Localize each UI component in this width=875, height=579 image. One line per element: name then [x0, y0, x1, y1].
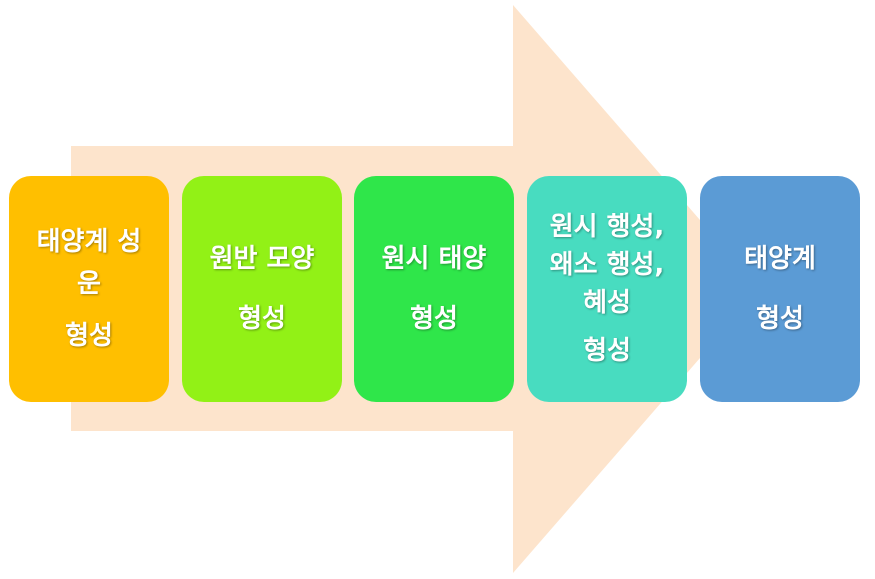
- step-2-box: 원반 모양 형성: [182, 176, 342, 402]
- step-4-box: 원시 행성, 왜소 행성, 혜성 형성: [527, 176, 687, 402]
- step-5-box: 태양계 형성: [700, 176, 860, 402]
- step-4-line-1: 원시 행성,: [549, 212, 665, 242]
- step-4-line-2: 왜소 행성,: [549, 250, 665, 280]
- step-5-line-1: 태양계: [744, 244, 816, 274]
- step-2-tail: 형성: [238, 304, 286, 334]
- step-1-line-1: 태양계 성: [36, 227, 142, 257]
- step-3-line-1: 원시 태양: [381, 244, 487, 274]
- step-3-box: 원시 태양 형성: [354, 176, 514, 402]
- step-4-tail: 형성: [583, 336, 631, 366]
- step-5-tail: 형성: [756, 304, 804, 334]
- step-3-tail: 형성: [410, 304, 458, 334]
- step-4-line-3: 혜성: [583, 288, 631, 318]
- step-1-line-2: 운: [77, 269, 101, 299]
- step-1-box: 태양계 성 운 형성: [9, 176, 169, 402]
- step-2-line-1: 원반 모양: [209, 244, 315, 274]
- step-1-tail: 형성: [65, 321, 113, 351]
